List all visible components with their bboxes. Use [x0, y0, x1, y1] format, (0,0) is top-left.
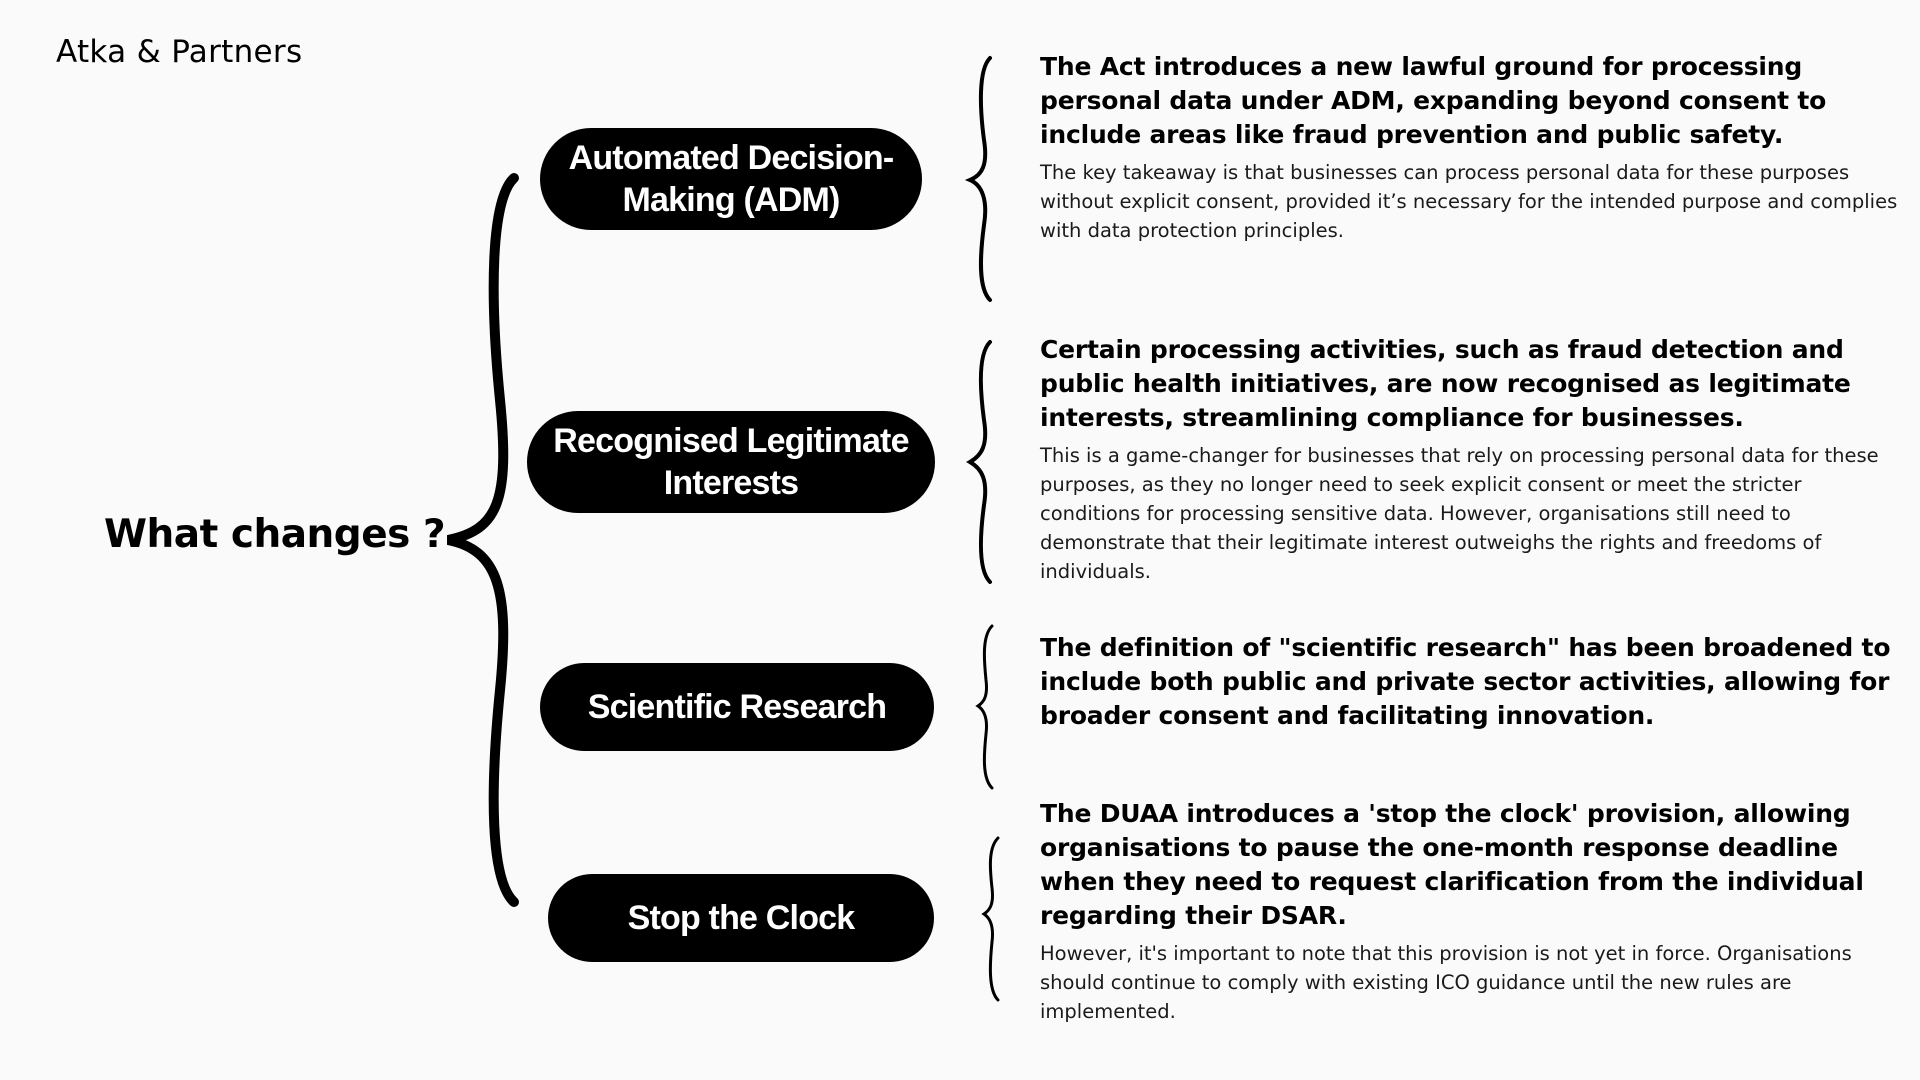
brace-1	[964, 56, 992, 302]
description-headline: The definition of "scientific research" …	[1040, 633, 1891, 730]
description-body: However, it's important to note that thi…	[1040, 942, 1852, 1023]
topic-pill-scientific-research: Scientific Research	[540, 663, 934, 751]
description-body: The key takeaway is that businesses can …	[1040, 161, 1898, 242]
topic-pill-legitimate-interests: Recognised Legitimate Interests	[527, 411, 935, 513]
description-body: This is a game-changer for businesses th…	[1040, 444, 1879, 583]
topic-pill-label: Recognised Legitimate Interests	[553, 422, 909, 502]
description-scientific-research: The definition of "scientific research" …	[1040, 631, 1900, 733]
topic-pill-label: Automated Decision- Making (ADM)	[568, 139, 895, 219]
topic-pill-stop-the-clock: Stop the Clock	[548, 874, 934, 962]
brace-2	[966, 340, 992, 584]
topic-pill-label: Scientific Research	[587, 688, 887, 726]
topic-pill-adm: Automated Decision- Making (ADM)	[540, 128, 922, 230]
topic-pill-label: Stop the Clock	[627, 899, 856, 937]
description-adm: The Act introduces a new lawful ground f…	[1040, 50, 1900, 245]
description-stop-the-clock: The DUAA introduces a 'stop the clock' p…	[1040, 797, 1900, 1026]
brace-3	[975, 624, 994, 790]
description-legitimate-interests: Certain processing activities, such as f…	[1040, 333, 1900, 586]
description-headline: The Act introduces a new lawful ground f…	[1040, 52, 1827, 149]
main-topic-label: What changes ?	[104, 512, 446, 557]
brace-4	[981, 836, 1000, 1002]
main-brace	[446, 173, 519, 907]
brand-name: Atka & Partners	[56, 34, 303, 70]
description-headline: Certain processing activities, such as f…	[1040, 335, 1851, 432]
description-headline: The DUAA introduces a 'stop the clock' p…	[1040, 799, 1864, 930]
